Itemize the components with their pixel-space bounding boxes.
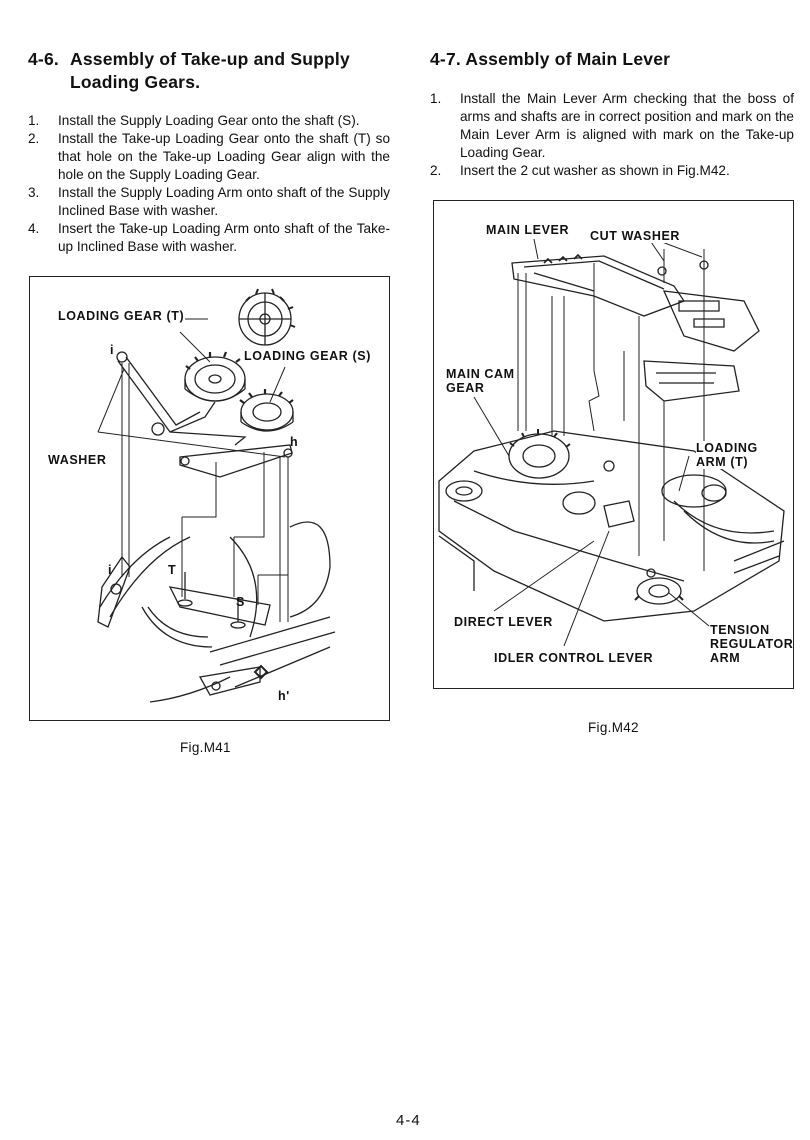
label-loading-gear-s: LOADING GEAR (S) [244,349,371,363]
section-title: Assembly of Main Lever [465,49,671,69]
figure-m41: LOADING GEAR (T) LOADING GEAR (S) WASHER… [29,276,390,721]
main-lever-diagram [438,238,785,647]
label-loading-arm-t: LOADING ARM (T) [696,441,758,469]
page-number: 4-4 [396,1112,421,1129]
supply-loading-arm-drawing [116,351,247,446]
label-s: S [236,595,245,609]
label-tension-regulator-arm: TENSION REGULATOR ARM [710,623,794,665]
step-item: 2.Insert the 2 cut washer as shown in Fi… [430,163,730,178]
label-loading-gear-t: LOADING GEAR (T) [58,309,185,323]
assembly-steps-4-7: 1.Install the Main Lever Arm checking th… [430,90,794,180]
label-t: T [168,563,177,577]
assembly-steps-4-6: 1.Install the Supply Loading Gear onto t… [28,112,390,256]
take-up-loading-gear-drawing [238,288,296,346]
section-number: 4-6. [28,49,59,69]
step-item: 1.Install the Main Lever Arm checking th… [430,91,794,160]
section-4-7-heading: 4-7. Assembly of Main Lever [430,48,670,71]
label-i-top: i [110,343,115,357]
supply-loading-gear-drawing [184,351,246,402]
label-washer: WASHER [48,453,107,467]
step-item: 1.Install the Supply Loading Gear onto t… [28,113,360,128]
label-idler-control-lever: IDLER CONTROL LEVER [494,651,654,665]
small-gear-drawing [239,389,294,432]
section-title-line1: Assembly of Take-up and Supply [70,49,350,69]
chassis-drawing [97,521,336,703]
figure-m42-caption: Fig.M42 [588,720,639,735]
figure-m41-caption: Fig.M41 [180,740,231,755]
loading-gear-diagram [97,288,336,703]
label-main-cam-gear: MAIN CAM GEAR [446,367,515,395]
section-4-6-heading: 4-6. Assembly of Take-up and Supply Loadi… [28,48,390,94]
figure-m42: MAIN LEVER CUT WASHER MAIN CAM GEAR LOAD… [433,200,794,689]
step-item: 4.Insert the Take-up Loading Arm onto sh… [28,221,390,254]
label-h: h [290,435,299,449]
inclined-base-plate [179,444,293,478]
label-direct-lever: DIRECT LEVER [454,615,553,629]
section-number: 4-7. [430,49,461,69]
label-i-bottom: i [108,563,113,577]
section-title-line2: Loading Gears. [70,72,201,92]
step-item: 3.Install the Supply Loading Arm onto sh… [28,185,390,218]
step-item: 2.Install the Take-up Loading Gear onto … [28,131,390,182]
label-main-lever: MAIN LEVER [486,223,570,237]
label-h-prime: h' [278,689,290,703]
mechanism-chassis-drawing [438,429,785,622]
main-lever-drawing [511,253,760,402]
label-cut-washer: CUT WASHER [590,229,681,243]
